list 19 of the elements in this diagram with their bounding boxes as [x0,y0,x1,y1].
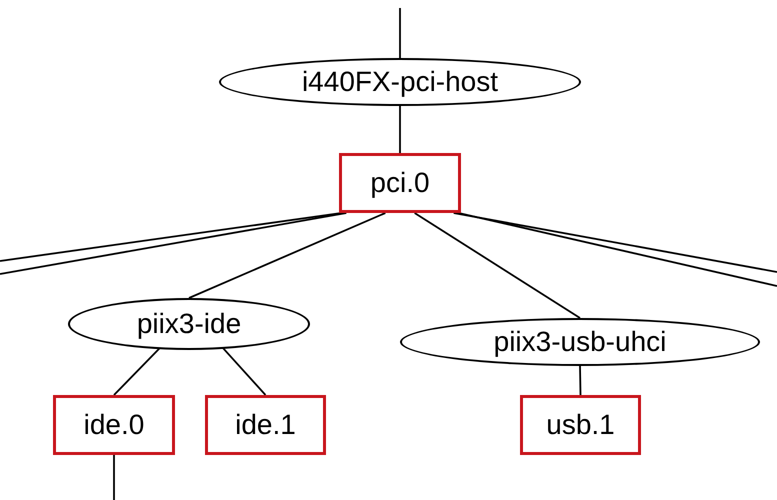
connector-line [458,212,777,287]
connector-line [113,455,115,500]
device-ellipse: piix3-usb-uhci [400,318,760,366]
connector-line [113,347,161,396]
connector-line [399,8,401,58]
connector-line [399,106,401,153]
connector-line [454,212,777,273]
connector-line [222,347,266,396]
connector-line [414,212,580,319]
device-ellipse: piix3-ide [68,298,310,350]
connector-line [579,366,582,396]
connector-line [0,212,346,275]
bus-box: usb.1 [520,395,641,455]
connector-line [188,212,386,299]
connector-line [0,212,342,262]
bus-box: pci.0 [339,153,461,213]
bus-box: ide.0 [53,395,175,455]
device-ellipse: i440FX-pci-host [219,58,581,106]
bus-box: ide.1 [205,395,326,455]
